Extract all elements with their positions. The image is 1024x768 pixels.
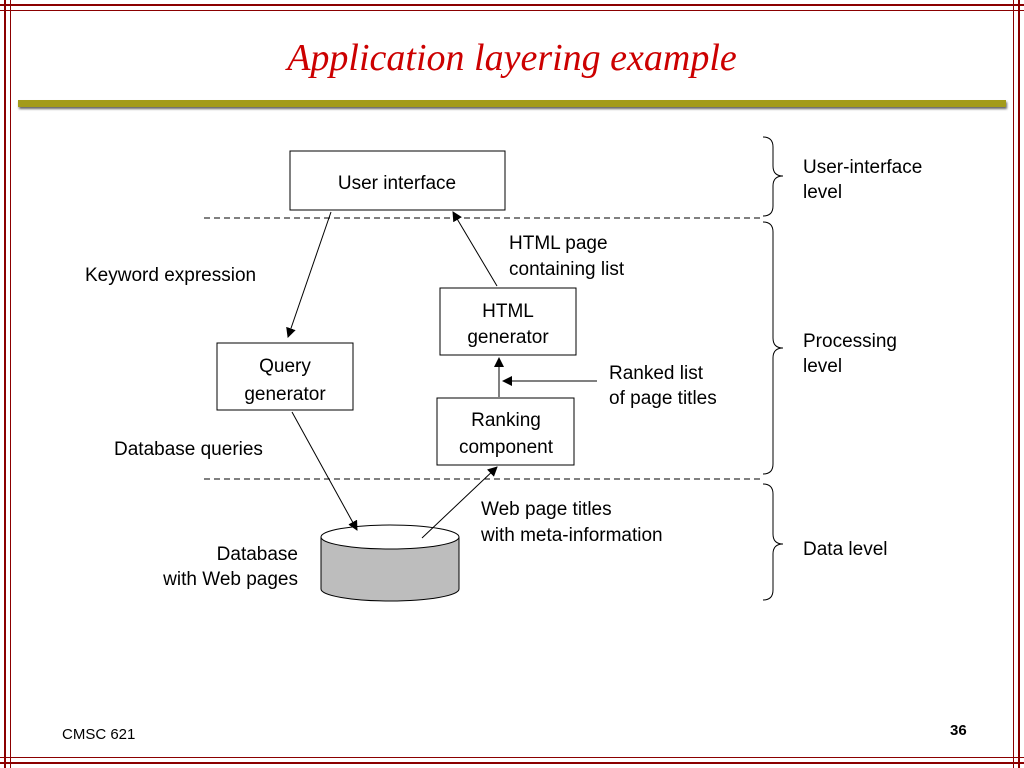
ui-level-label-line1: User-interface <box>803 157 922 178</box>
footer-course-label: CMSC 621 <box>62 726 136 743</box>
user-interface-box <box>289 150 506 211</box>
page-number: 36 <box>950 722 967 739</box>
query-generator-label-line1: Query <box>259 356 311 377</box>
brace-ui-level <box>762 136 784 217</box>
ui-level-label-line2: level <box>803 182 842 203</box>
frame-left-line-2 <box>10 0 11 768</box>
html-generator-label-line2: generator <box>467 327 549 348</box>
brace-data-level <box>762 483 784 601</box>
frame-bottom-line-1 <box>0 757 1024 758</box>
frame-top-line-1 <box>0 4 1024 6</box>
arrow-query-to-database <box>291 411 358 531</box>
web-page-titles-label-line2: with meta-information <box>480 525 663 546</box>
brace-processing-level <box>762 221 784 475</box>
database-label-line2: with Web pages <box>162 569 298 590</box>
ranking-component-box <box>436 397 575 466</box>
query-generator-label-line2: generator <box>244 384 326 405</box>
ranked-list-label-line2: of page titles <box>609 388 717 409</box>
ranking-component-label-line1: Ranking <box>471 410 541 431</box>
frame-top-line-2 <box>0 10 1024 11</box>
user-interface-label: User interface <box>338 173 456 194</box>
frame-right-line-1 <box>1013 0 1014 768</box>
arrow-ui-to-query <box>286 211 332 338</box>
html-generator-box <box>439 287 577 356</box>
ranking-component-label-line2: component <box>459 437 554 458</box>
database-queries-label: Database queries <box>114 439 263 460</box>
html-page-label-line1: HTML page <box>509 233 608 254</box>
frame-right-line-2 <box>1018 0 1020 768</box>
web-page-titles-label-line1: Web page titles <box>481 499 612 520</box>
arrow-html-to-ui <box>452 211 498 287</box>
processing-level-label-line2: level <box>803 356 842 377</box>
keyword-expression-label: Keyword expression <box>85 265 256 286</box>
data-level-label: Data level <box>803 539 888 560</box>
title-underline-rule <box>18 100 1006 107</box>
slide-title: Application layering example <box>287 37 737 79</box>
processing-level-label-line1: Processing <box>803 331 897 352</box>
ranked-list-label-line1: Ranked list <box>609 363 704 384</box>
html-generator-label-line1: HTML <box>482 301 534 322</box>
frame-bottom-line-2 <box>0 762 1024 764</box>
arrow-database-to-ranking <box>421 466 498 539</box>
query-generator-box <box>216 342 354 411</box>
database-label-line1: Database <box>217 544 298 565</box>
database-cylinder <box>320 524 460 602</box>
frame-left-line-1 <box>4 0 6 768</box>
html-page-label-line2: containing list <box>509 259 625 280</box>
